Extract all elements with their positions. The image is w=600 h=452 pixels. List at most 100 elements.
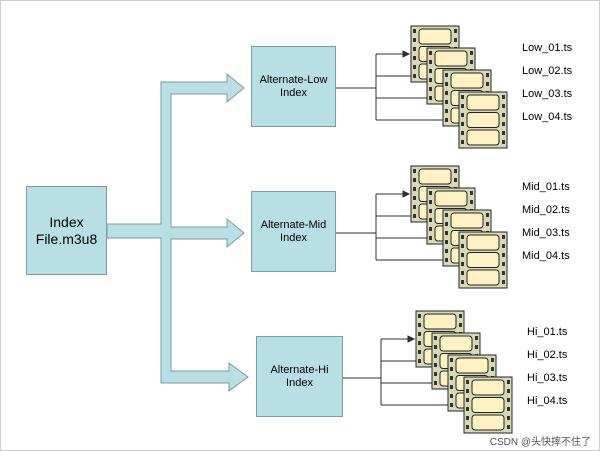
sprocket-hole bbox=[418, 341, 421, 345]
film-cell bbox=[455, 357, 489, 374]
sprocket-hole bbox=[429, 209, 432, 213]
sprocket-hole bbox=[502, 122, 505, 126]
sprocket-hole bbox=[470, 200, 473, 204]
sprocket-hole bbox=[466, 380, 469, 384]
sprocket-hole bbox=[461, 122, 464, 126]
sprocket-hole bbox=[445, 73, 448, 77]
film-strip-icon bbox=[458, 231, 508, 289]
alternate-mid-index-label: Alternate-Mid Index bbox=[260, 218, 327, 244]
sprocket-hole bbox=[429, 78, 432, 82]
sprocket-hole bbox=[434, 336, 437, 340]
sprocket-hole bbox=[475, 336, 478, 340]
film-cell bbox=[466, 234, 500, 251]
segment-label: Low_04.ts bbox=[522, 111, 573, 123]
sprocket-hole bbox=[429, 96, 432, 100]
sprocket-hole bbox=[445, 240, 448, 244]
film-cell bbox=[439, 335, 473, 352]
sprocket-hole bbox=[418, 314, 421, 318]
film-strip-icon bbox=[458, 91, 508, 149]
sprocket-hole bbox=[486, 82, 489, 86]
sprocket-hole bbox=[413, 65, 416, 69]
sprocket-hole bbox=[486, 73, 489, 77]
sprocket-hole bbox=[429, 236, 432, 240]
sprocket-hole bbox=[429, 191, 432, 195]
sprocket-hole bbox=[507, 425, 510, 429]
sprocket-hole bbox=[454, 169, 457, 173]
sprocket-hole bbox=[461, 262, 464, 266]
film-cell bbox=[471, 414, 505, 431]
sprocket-hole bbox=[429, 200, 432, 204]
film-cell bbox=[471, 397, 505, 413]
sprocket-hole bbox=[459, 314, 462, 318]
sprocket-hole bbox=[502, 262, 505, 266]
sprocket-hole bbox=[461, 280, 464, 284]
segment-label: Low_01.ts bbox=[522, 42, 573, 54]
alternate-hi-index-box: Alternate-Hi Index bbox=[256, 336, 343, 417]
sprocket-hole bbox=[475, 345, 478, 349]
sprocket-hole bbox=[470, 51, 473, 55]
sprocket-hole bbox=[486, 222, 489, 226]
sprocket-hole bbox=[466, 407, 469, 411]
film-cell bbox=[466, 94, 500, 111]
sprocket-hole bbox=[454, 178, 457, 182]
film-cell bbox=[423, 313, 457, 330]
sprocket-hole bbox=[502, 113, 505, 117]
film-cell bbox=[466, 252, 500, 268]
film-cell bbox=[466, 269, 500, 286]
sprocket-hole bbox=[502, 244, 505, 248]
sprocket-hole bbox=[461, 140, 464, 144]
sprocket-hole bbox=[413, 178, 416, 182]
sprocket-hole bbox=[461, 95, 464, 99]
sprocket-hole bbox=[466, 416, 469, 420]
sprocket-hole bbox=[450, 376, 453, 380]
sprocket-hole bbox=[502, 140, 505, 144]
film-cell bbox=[450, 72, 484, 89]
arrowhead-icon bbox=[402, 190, 411, 198]
sprocket-hole bbox=[429, 60, 432, 64]
alternate-low-index-label: Alternate-Low Index bbox=[259, 73, 328, 99]
sprocket-hole bbox=[434, 363, 437, 367]
sprocket-hole bbox=[459, 323, 462, 327]
film-cell bbox=[434, 190, 468, 207]
sprocket-hole bbox=[461, 253, 464, 257]
film-cell bbox=[418, 168, 452, 185]
sprocket-hole bbox=[445, 258, 448, 262]
segment-label: Mid_02.ts bbox=[522, 204, 570, 216]
sprocket-hole bbox=[434, 372, 437, 376]
segment-label: Low_03.ts bbox=[522, 88, 573, 100]
sprocket-hole bbox=[445, 91, 448, 95]
sprocket-hole bbox=[413, 74, 416, 78]
sprocket-hole bbox=[429, 87, 432, 91]
index-file-box: Index File.m3u8 bbox=[26, 186, 107, 275]
film-cell bbox=[434, 50, 468, 67]
sprocket-hole bbox=[413, 214, 416, 218]
sprocket-hole bbox=[445, 231, 448, 235]
sprocket-hole bbox=[429, 218, 432, 222]
bus-arrows bbox=[106, 72, 249, 392]
sprocket-hole bbox=[413, 169, 416, 173]
sprocket-hole bbox=[434, 345, 437, 349]
arrowhead-icon bbox=[402, 50, 411, 58]
sprocket-hole bbox=[461, 131, 464, 135]
sprocket-hole bbox=[445, 213, 448, 217]
sprocket-hole bbox=[470, 60, 473, 64]
sprocket-hole bbox=[461, 244, 464, 248]
sprocket-hole bbox=[507, 407, 510, 411]
alternate-hi-index-label: Alternate-Hi Index bbox=[270, 363, 329, 389]
sprocket-hole bbox=[502, 271, 505, 275]
segment-stacks bbox=[410, 25, 513, 434]
sprocket-hole bbox=[413, 205, 416, 209]
film-cell bbox=[418, 28, 452, 45]
sprocket-hole bbox=[413, 187, 416, 191]
sprocket-hole bbox=[450, 367, 453, 371]
sprocket-hole bbox=[454, 38, 457, 42]
bus-arrow-shape bbox=[106, 72, 249, 392]
sprocket-hole bbox=[450, 403, 453, 407]
sprocket-hole bbox=[450, 358, 453, 362]
sprocket-hole bbox=[413, 29, 416, 33]
sprocket-hole bbox=[445, 249, 448, 253]
arrowhead-icon bbox=[407, 335, 416, 343]
alternate-low-index-box: Alternate-Low Index bbox=[251, 46, 336, 127]
sprocket-hole bbox=[502, 131, 505, 135]
